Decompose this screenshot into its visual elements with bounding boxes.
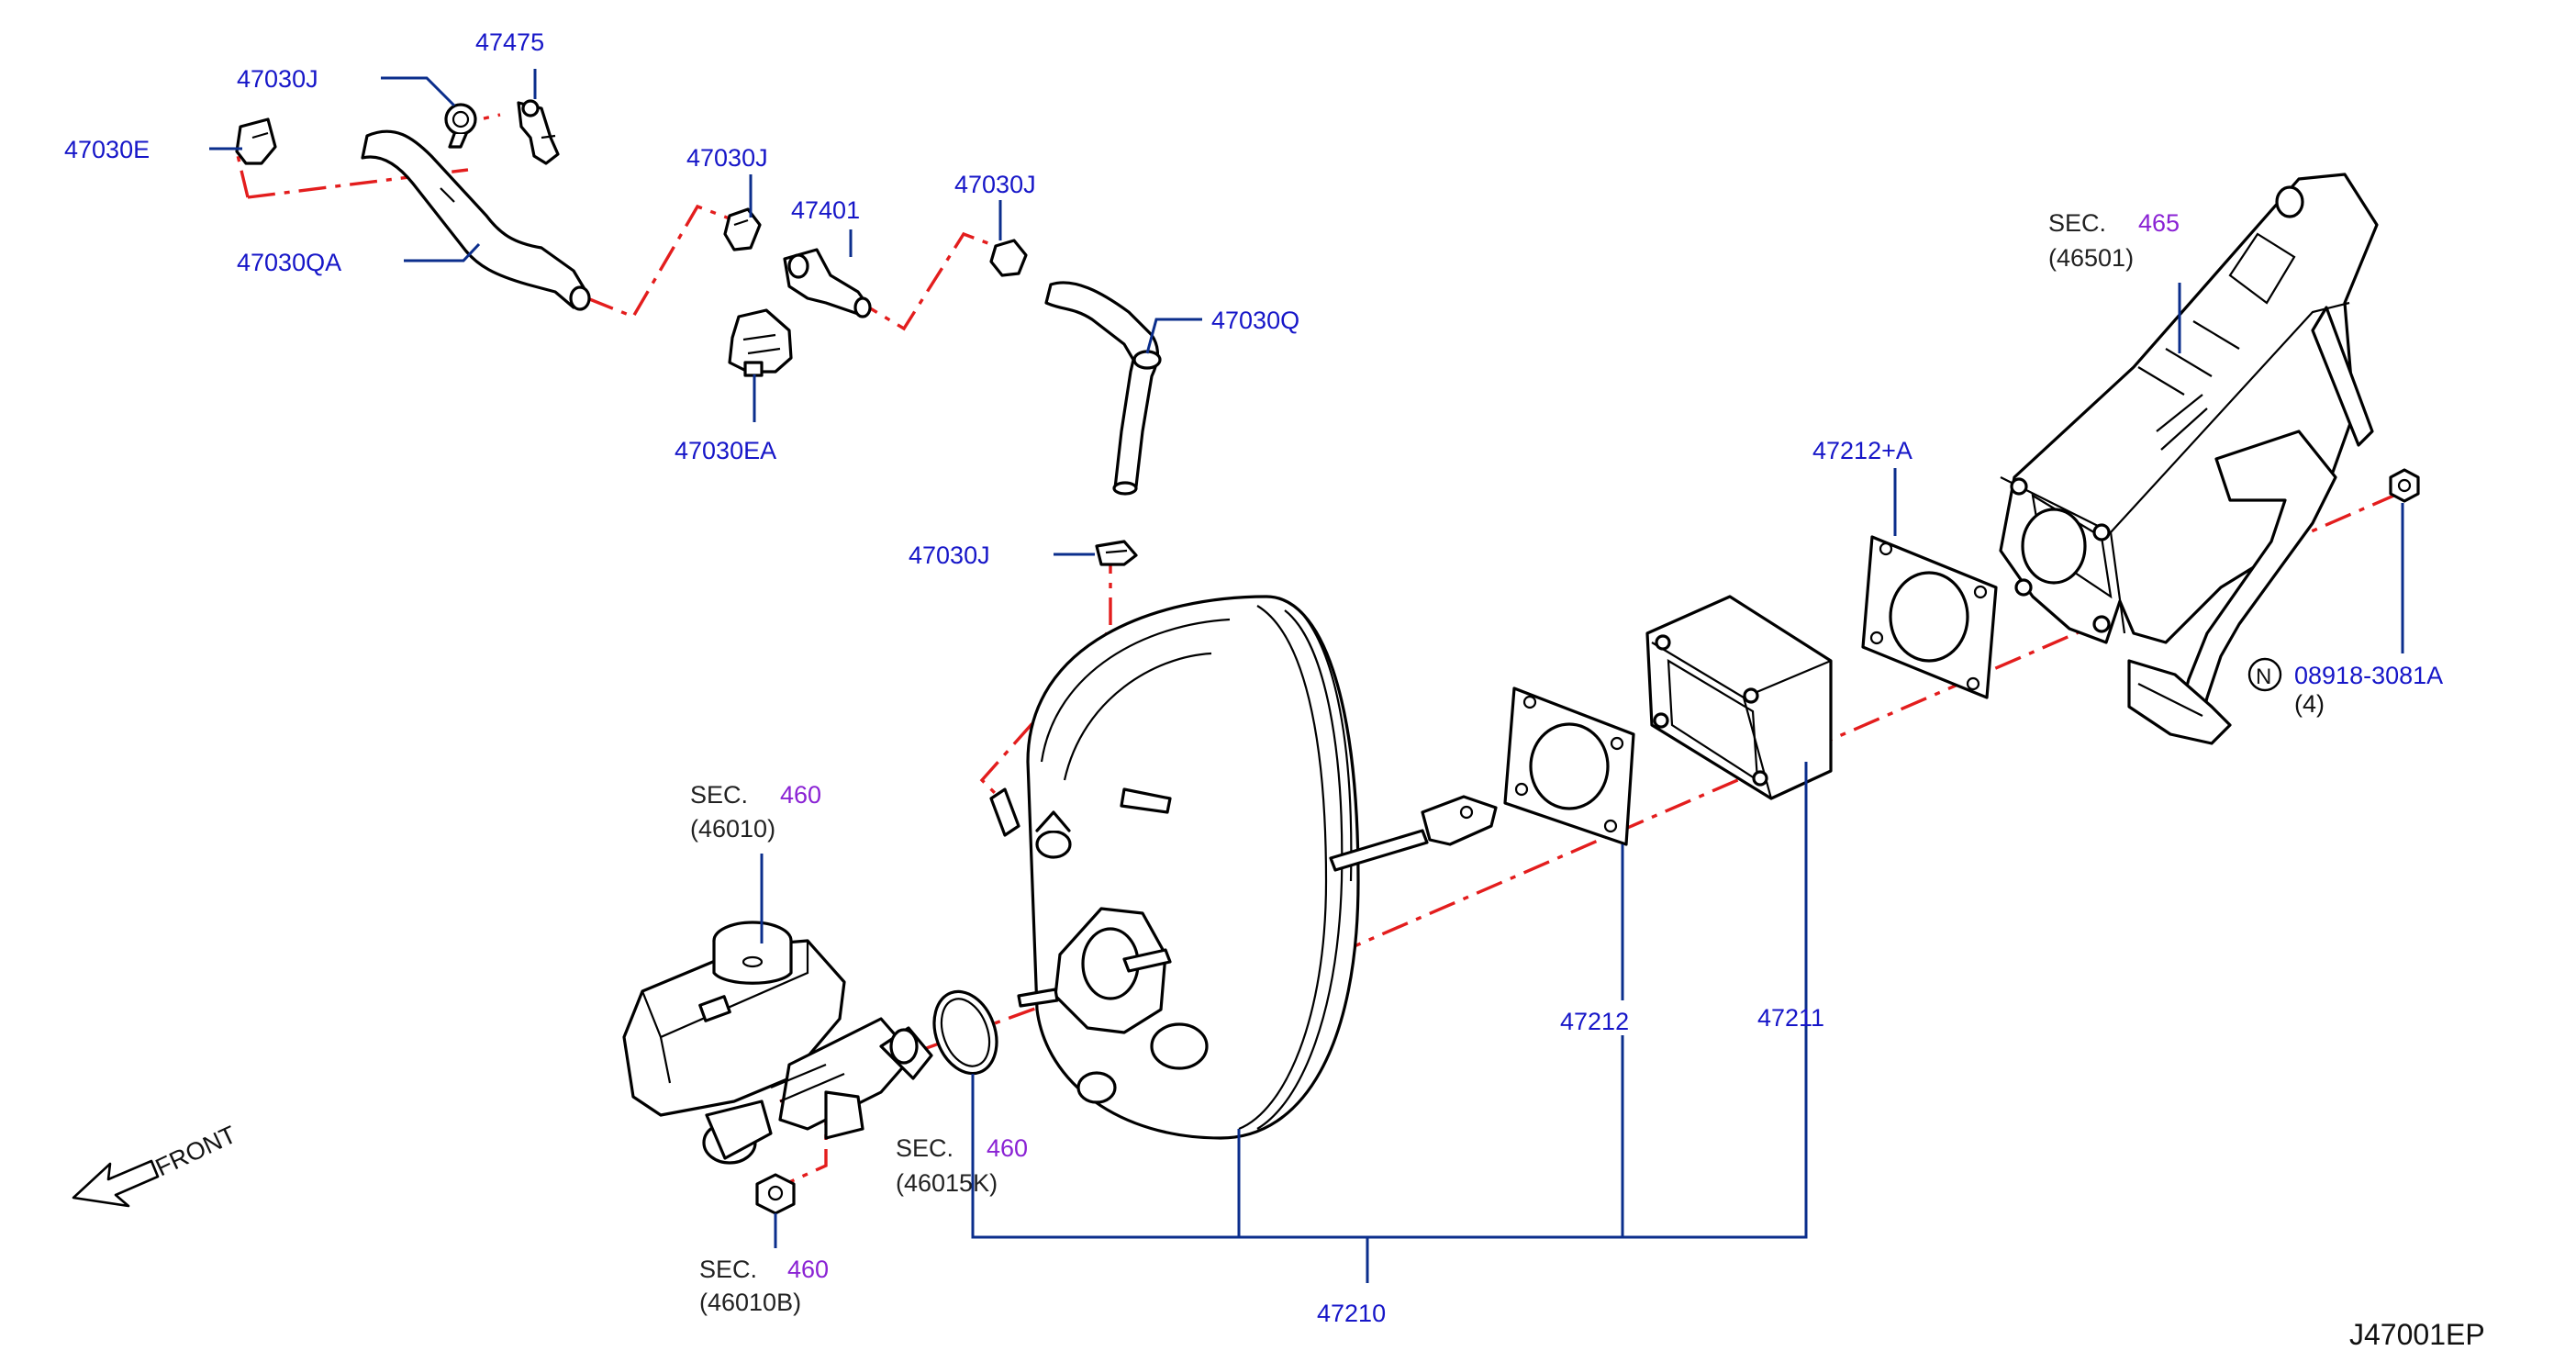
hose-clamp-47030J-low — [1095, 540, 1138, 566]
label-47211: 47211 — [1757, 1004, 1824, 1032]
label-47030E: 47030E — [64, 136, 150, 163]
sec-465-number: 465 — [2138, 209, 2180, 237]
part-labels: 47030E 47030J 47475 47030QA 47030J 47401… — [64, 28, 2485, 1351]
label-47030QA: 47030QA — [237, 249, 341, 276]
sec-460-master-ref: (46010) — [690, 815, 775, 843]
label-47030Q: 47030Q — [1211, 307, 1299, 334]
spacer-47211 — [1645, 595, 1833, 800]
pedal-bracket-465 — [1999, 173, 2379, 745]
master-cylinder-46010 — [622, 921, 933, 1165]
label-47030J-right: 47030J — [954, 171, 1036, 198]
label-47030J-low: 47030J — [909, 541, 990, 569]
label-47212A: 47212+A — [1812, 437, 1912, 464]
front-label: FRONT — [151, 1121, 240, 1181]
sec-465-ref: (46501) — [2048, 244, 2134, 272]
sec-460-master-number: 460 — [780, 781, 821, 809]
vacuum-hose-47030Q — [1044, 281, 1162, 496]
hose-clamp-47030J-top — [444, 103, 477, 149]
sec-460-master-prefix: SEC. — [690, 781, 748, 809]
label-47212: 47212 — [1560, 1008, 1629, 1035]
check-valve-47475 — [517, 99, 560, 165]
leader-lines — [209, 69, 2404, 1283]
nut-symbol-letter: N — [2256, 664, 2271, 689]
label-08918-3081A: 08918-3081A — [2294, 662, 2443, 689]
diagram-code: J47001EP — [2349, 1318, 2485, 1351]
sec-460-nut-number: 460 — [787, 1256, 829, 1283]
connector-47401 — [783, 248, 872, 318]
sec-460-oring-number: 460 — [987, 1134, 1028, 1162]
sec-460-nut-ref: (46010B) — [699, 1289, 801, 1316]
label-47401: 47401 — [791, 196, 860, 224]
nut-symbol-circle — [2247, 657, 2282, 692]
label-47030EA: 47030EA — [675, 437, 776, 464]
sec-460-oring-ref: (46015K) — [896, 1169, 998, 1197]
label-47210: 47210 — [1317, 1300, 1386, 1327]
brake-booster-47210 — [989, 595, 1498, 1140]
label-47030J-mid: 47030J — [686, 144, 768, 172]
hose-clamp-47030E — [235, 117, 277, 165]
nut-08918-3081A — [2389, 468, 2420, 503]
front-direction-arrow: FRONT — [72, 1121, 240, 1208]
sec-465-prefix: SEC. — [2048, 209, 2106, 237]
vacuum-hose-47030QA — [361, 129, 591, 311]
nut-46010B — [755, 1173, 796, 1215]
label-08918-qty: (4) — [2294, 690, 2325, 718]
gasket-47212A — [1861, 535, 1998, 699]
clip-47030EA — [728, 308, 793, 377]
label-47030J-top: 47030J — [237, 65, 318, 93]
o-ring-46015K — [932, 989, 998, 1076]
label-47475: 47475 — [475, 28, 544, 56]
sec-460-oring-prefix: SEC. — [896, 1134, 953, 1162]
gasket-47212 — [1503, 687, 1635, 846]
hose-clamp-47030J-right — [989, 239, 1028, 277]
sec-460-nut-prefix: SEC. — [699, 1256, 757, 1283]
hose-clamp-47030J-mid — [723, 207, 762, 251]
